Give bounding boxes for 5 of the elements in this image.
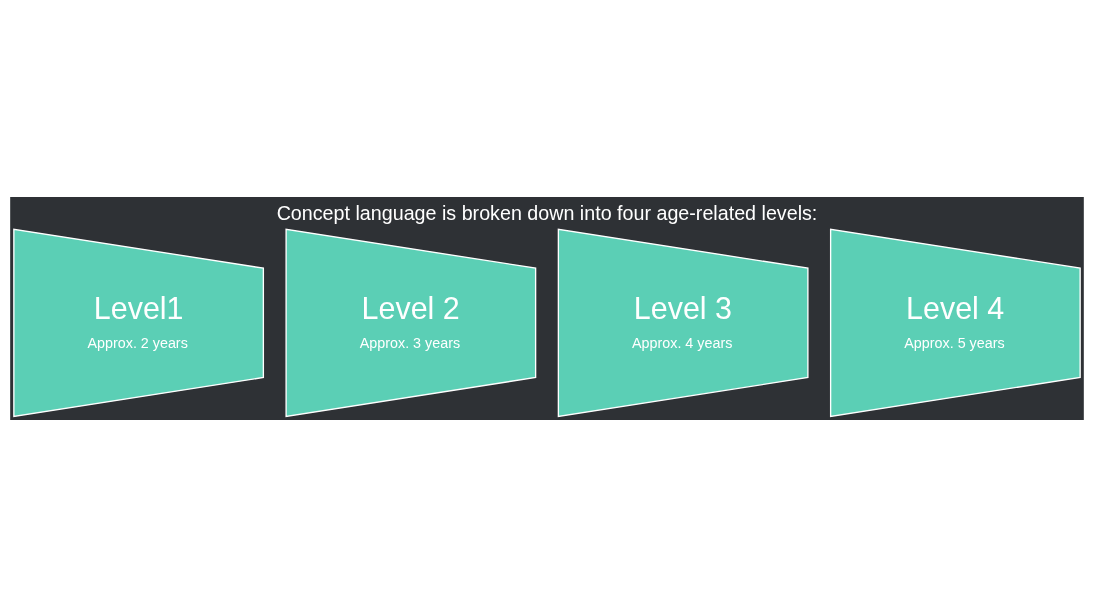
node-box: Level 2 Approx. 3 years — [285, 227, 537, 417]
node-box: Level 4 Approx. 5 years — [829, 227, 1081, 417]
node-box: Level 3 Approx. 4 years — [557, 227, 809, 417]
diagram-title: Concept language is broken down into four age-related levels: — [276, 201, 818, 224]
node-box: Level1 Approx. 2 years — [13, 227, 265, 417]
